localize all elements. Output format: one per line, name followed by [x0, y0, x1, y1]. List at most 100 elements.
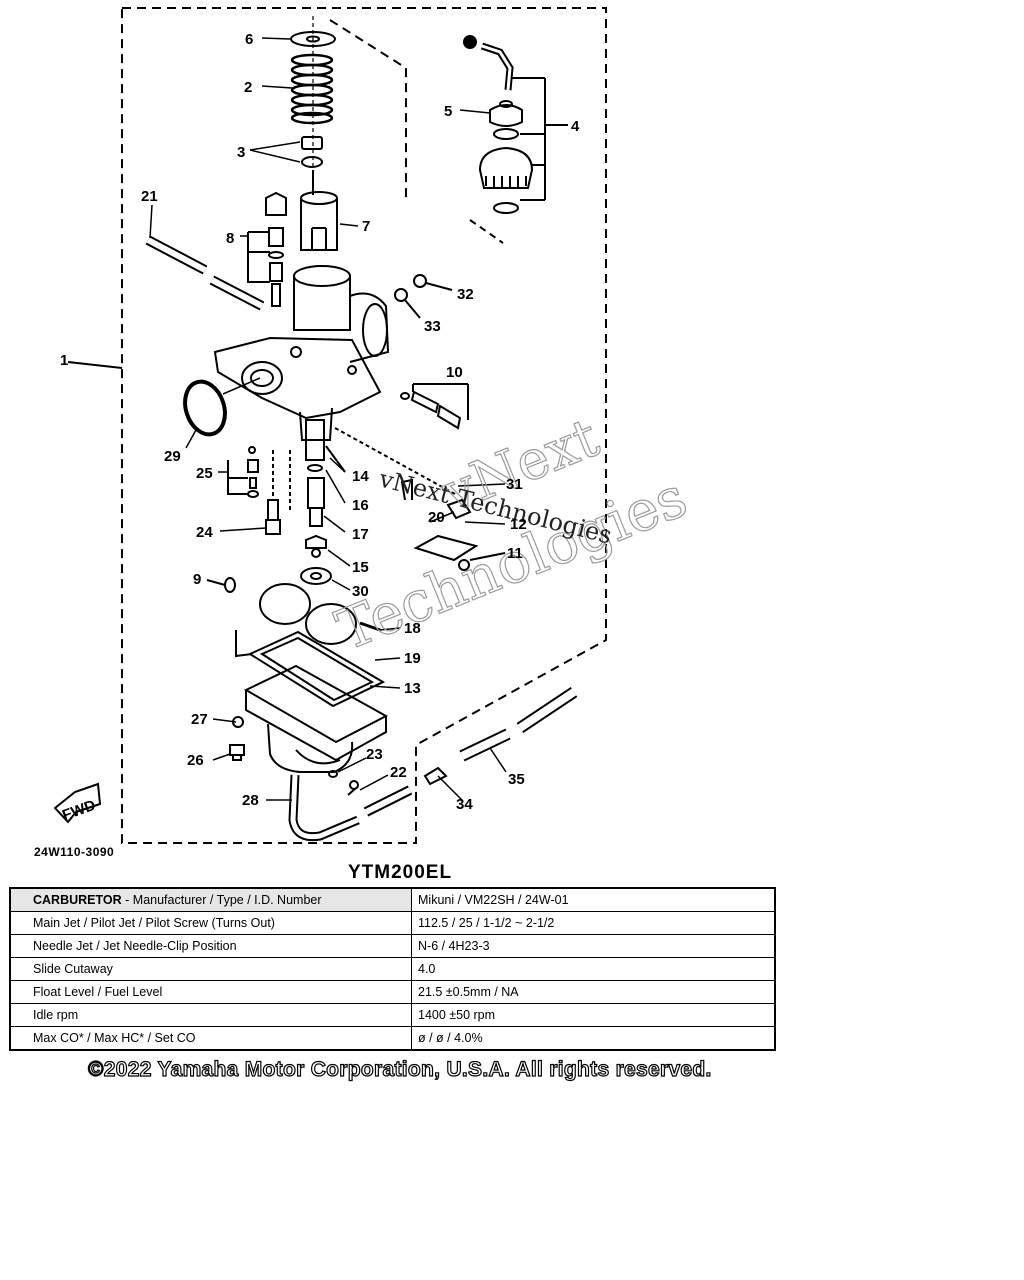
label-29: 29 [164, 448, 181, 465]
label-18: 18 [404, 620, 421, 637]
label-25: 25 [196, 465, 213, 482]
spec-key: Idle rpm [9, 1003, 412, 1027]
label-24: 24 [196, 524, 213, 541]
part-labels: 6 2 3 5 4 21 7 8 32 33 1 10 29 25 14 31 … [60, 31, 580, 813]
label-26: 26 [187, 752, 204, 769]
label-31: 31 [506, 476, 523, 493]
label-32: 32 [457, 286, 474, 303]
starter-plunger-part-8 [247, 191, 287, 307]
label-6: 6 [245, 31, 253, 48]
spec-header-key: CARBURETOR - Manufacturer / Type / I.D. … [9, 887, 412, 912]
label-16: 16 [352, 497, 369, 514]
forward-arrow-icon [53, 782, 102, 824]
label-21: 21 [141, 188, 158, 205]
screw-part-26 [229, 744, 245, 761]
label-17: 17 [352, 526, 369, 543]
spec-key: Max CO* / Max HC* / Set CO [9, 1026, 412, 1051]
drain-screw-part-9 [206, 577, 236, 593]
assembly-boundary [121, 7, 607, 844]
label-22: 22 [390, 764, 407, 781]
label-7: 7 [362, 218, 370, 235]
label-9: 9 [193, 571, 201, 588]
washer-part-23 [328, 770, 338, 778]
drain-hose-part-28 [288, 774, 360, 842]
jet-part-25 [227, 446, 259, 498]
spec-value: N-6 / 4H23-3 [411, 934, 776, 958]
carburetor-exploded-diagram: FWD vNext Technologies vNext Technologie… [53, 7, 696, 844]
label-10: 10 [446, 364, 463, 381]
spec-header-key-rest: - Manufacturer / Type / I.D. Number [121, 893, 322, 907]
washer-part-33 [394, 288, 421, 319]
label-23: 23 [366, 746, 383, 763]
label-2: 2 [244, 79, 252, 96]
spec-header-row: CARBURETOR - Manufacturer / Type / I.D. … [9, 887, 776, 912]
baffle-part-30 [300, 567, 332, 585]
copyright-notice: ©2022 Yamaha Motor Corporation, U.S.A. A… [87, 1057, 712, 1081]
float-part-18 [259, 583, 381, 645]
spec-key: Main Jet / Pilot Jet / Pilot Screw (Turn… [9, 911, 412, 935]
model-title: YTM200EL [348, 862, 453, 883]
fwd-label: FWD [60, 797, 98, 825]
pilot-jet-part-24 [265, 450, 291, 535]
carburetor-spec-table: CARBURETOR - Manufacturer / Type / I.D. … [9, 887, 776, 1051]
label-1: 1 [60, 352, 68, 369]
label-5: 5 [444, 103, 452, 120]
spec-key: Needle Jet / Jet Needle-Clip Position [9, 934, 412, 958]
main-jet-holder-part-17 [307, 445, 346, 527]
label-27: 27 [191, 711, 208, 728]
needle-jet-part-14 [305, 419, 325, 461]
spec-key: Float Level / Fuel Level [9, 980, 412, 1004]
spring-part-2 [290, 53, 334, 125]
label-3: 3 [237, 144, 245, 161]
plate-part-12 [334, 427, 506, 571]
main-jet-part-15 [305, 534, 327, 558]
label-11: 11 [507, 545, 523, 562]
label-13: 13 [404, 680, 421, 697]
needle-clip-part-3 [301, 136, 323, 195]
cable-adjuster-part-4 [463, 35, 568, 214]
label-19: 19 [404, 650, 421, 667]
label-33: 33 [424, 318, 441, 335]
gasket-part-19 [235, 630, 386, 708]
pipe-part-35 [459, 687, 578, 762]
spec-value: 4.0 [411, 957, 776, 981]
pipe-part-34 [363, 766, 448, 817]
carburetor-body-part-1 [67, 265, 390, 441]
label-34: 34 [456, 796, 473, 813]
screw-part-32 [413, 274, 453, 291]
spec-value: 21.5 ±0.5mm / NA [411, 980, 776, 1004]
diagram-svg: FWD vNext Technologies vNext Technologie… [53, 7, 696, 844]
spec-row: Main Jet / Pilot Jet / Pilot Screw (Turn… [9, 911, 776, 935]
label-15: 15 [352, 559, 369, 576]
label-20: 20 [428, 509, 445, 526]
drain-plug-part-22 [347, 780, 359, 796]
label-35: 35 [508, 771, 525, 788]
cap-part-5 [489, 100, 523, 127]
spec-value: ø / ø / 4.0% [411, 1026, 776, 1051]
watermark: vNext Technologies vNext Technologies [327, 405, 696, 665]
spec-key: Slide Cutaway [9, 957, 412, 981]
throttle-valve-part-7 [300, 191, 338, 251]
gasket-ring-part-29 [183, 379, 227, 437]
leader-lines [149, 37, 507, 801]
bracket-part-31 [400, 478, 472, 520]
label-12: 12 [510, 516, 527, 533]
reference-code: 24W110-3090 [34, 845, 115, 859]
pipe-part-21 [145, 235, 265, 311]
label-14: 14 [352, 468, 369, 485]
spec-header-value: Mikuni / VM22SH / 24W-01 [411, 887, 776, 912]
pilot-screw-part-10 [400, 383, 469, 430]
spec-header-key-bold: CARBURETOR [33, 893, 122, 907]
label-4: 4 [571, 118, 580, 135]
label-8: 8 [226, 230, 234, 247]
label-28: 28 [242, 792, 259, 809]
o-ring-part-16 [307, 464, 323, 472]
float-bowl-part-13 [243, 664, 389, 773]
label-30: 30 [352, 583, 369, 600]
spec-value: 112.5 / 25 / 1-1/2 ~ 2-1/2 [411, 911, 776, 935]
